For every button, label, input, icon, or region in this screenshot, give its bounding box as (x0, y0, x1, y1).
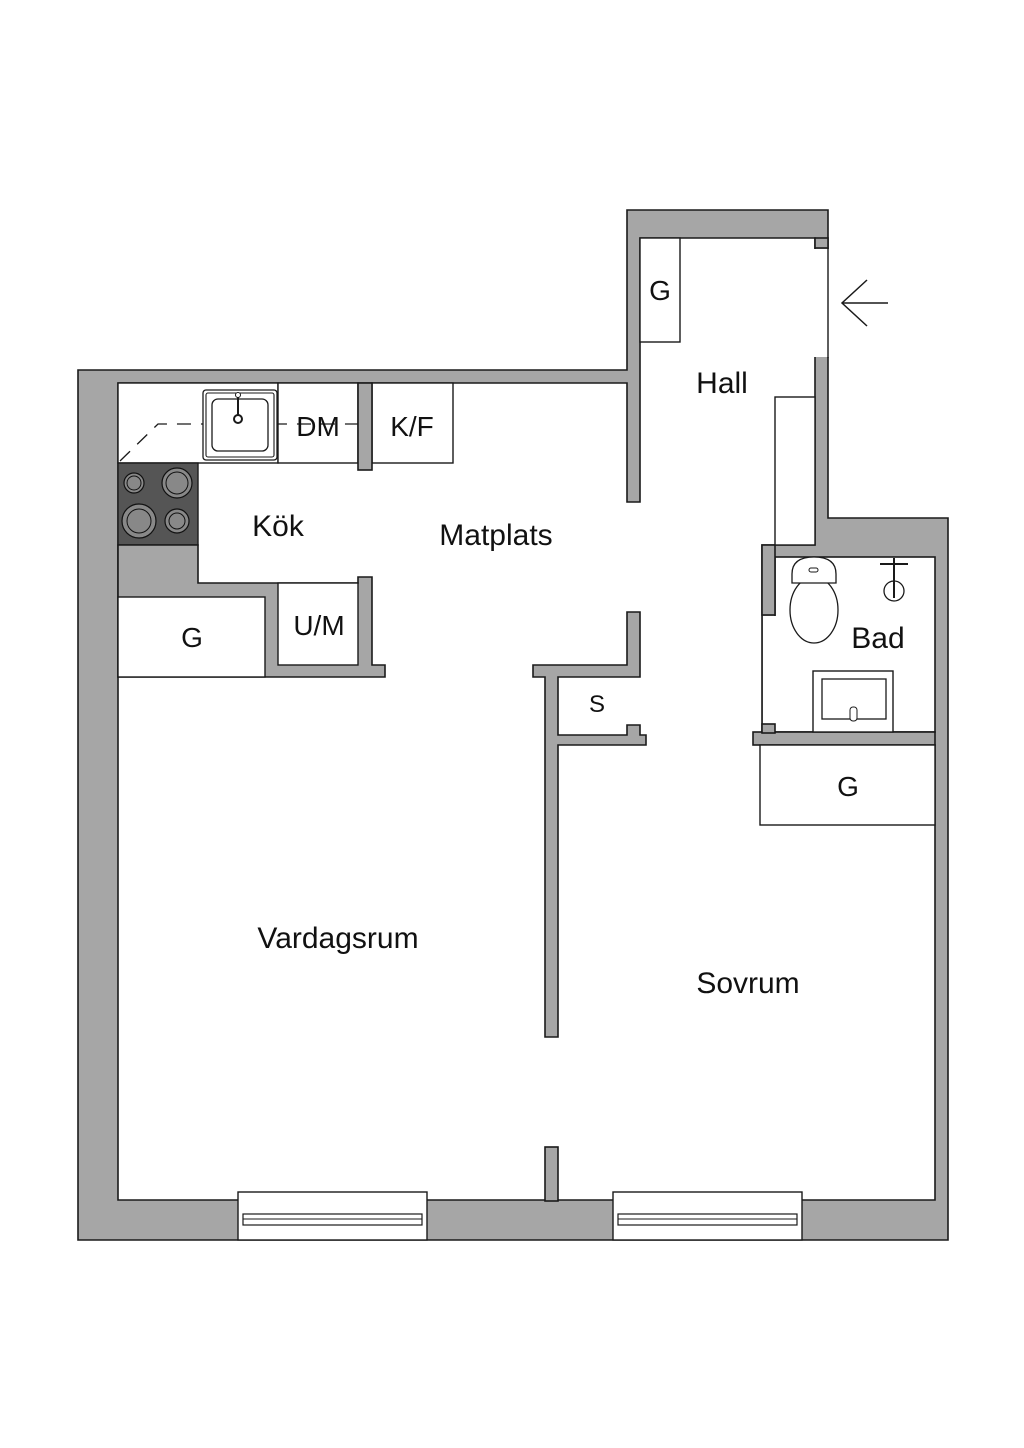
washer (277, 582, 359, 666)
room-label-bad: Bad (851, 622, 904, 655)
bedroom-wardrobe (759, 744, 936, 826)
partition-stub (544, 1146, 559, 1202)
kitchen-wall-stub (357, 382, 373, 471)
hall-wardrobe (639, 237, 681, 343)
label-storage: S (589, 691, 605, 718)
storage-wall (532, 611, 647, 1038)
entrance-door-opening (814, 249, 829, 357)
label-fridge-freezer: K/F (390, 411, 434, 442)
washbasin-icon (812, 670, 894, 733)
room-label-kok: Kök (252, 510, 305, 543)
fridge-freezer (371, 382, 454, 464)
bathroom-door-opening (763, 616, 776, 731)
toilet-icon (789, 556, 839, 644)
label-washer: U/M (293, 610, 344, 641)
bathroom-wall-stub (761, 723, 776, 734)
room-label-sovrum: Sovrum (696, 967, 799, 1000)
bathroom-bottom-wall (752, 731, 936, 746)
window-living-room (237, 1191, 428, 1241)
label-bedroom-wardrobe: G (837, 771, 859, 802)
window-bedroom (612, 1191, 803, 1241)
sink-icon (202, 389, 278, 461)
label-kitchen-wardrobe: G (181, 622, 203, 653)
room-label-hall: Hall (696, 367, 748, 400)
shower-icon (880, 558, 908, 602)
stove-icon (117, 462, 199, 546)
room-label-vardagsrum: Vardagsrum (257, 922, 418, 955)
bathroom-wall (761, 544, 776, 616)
hall-closet (774, 396, 816, 546)
arrow-left-icon (840, 279, 888, 327)
upper-cabinet-dashed-line (119, 423, 358, 462)
room-label-matplats: Matplats (439, 519, 552, 552)
label-dishwasher: DM (296, 411, 340, 442)
label-hall-wardrobe: G (649, 275, 671, 306)
door-stub (814, 237, 829, 249)
kitchen-wardrobe (117, 596, 266, 678)
